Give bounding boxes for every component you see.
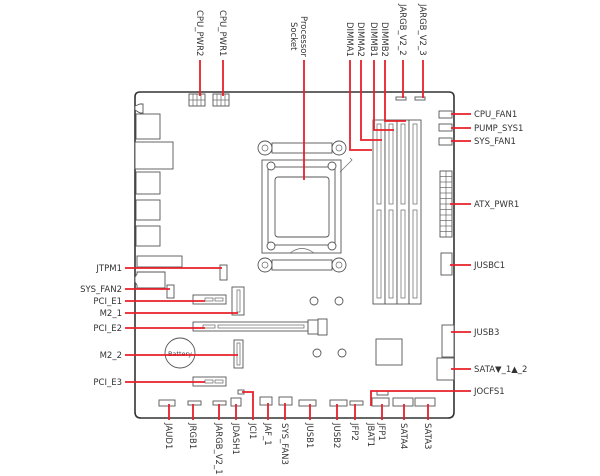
label-jargb-v2-1: JARGB_V2_1 [213, 422, 223, 475]
label-cpu-pwr1: CPU_PWR1 [217, 10, 227, 56]
label-dimma1: DIMMA1 [344, 22, 354, 57]
jusb2-header [329, 399, 348, 407]
label-processor-socket-line2: Socket [288, 22, 298, 51]
cpu-fan1-header [438, 110, 453, 119]
label-jbat1: JBAT1 [365, 422, 375, 447]
battery: Battery [164, 337, 196, 369]
dimm-slots [372, 119, 422, 305]
label-jusb3: JUSB3 [473, 328, 499, 338]
chipset [375, 338, 403, 366]
label-jargb-v2-3: JARGB_V2_3 [417, 3, 427, 56]
battery-label: Battery [168, 350, 192, 358]
label-sata4: SATA4 [398, 423, 408, 449]
jargb-v2-3-connector [414, 96, 426, 101]
label-m2-2: M2_2 [100, 351, 122, 361]
label-jfp2: JFP2 [349, 422, 359, 441]
label-jaud1: JAUD1 [163, 422, 173, 449]
jaud1-header [158, 399, 176, 407]
jfp2-header [349, 400, 364, 406]
leader-lines [125, 60, 471, 420]
label-pci-e1: PCI_E1 [93, 297, 122, 307]
rear-io-panel [134, 103, 183, 289]
label-sys-fan1: SYS_FAN1 [474, 137, 516, 147]
label-sys-fan3: SYS_FAN3 [279, 423, 289, 465]
mount-hole [312, 348, 322, 358]
label-jusbc1: JUSBC1 [473, 261, 505, 271]
jrgb1-header [187, 400, 202, 406]
atx-pwr1-connector [439, 170, 453, 238]
label-atx-pwr1: ATX_PWR1 [474, 200, 519, 210]
jfp1-header [371, 397, 390, 407]
jusb3-connector [441, 324, 455, 358]
label-jtpm1: JTPM1 [95, 264, 122, 274]
pump-sys1-header [438, 123, 453, 132]
label-cpu-fan1: CPU_FAN1 [474, 110, 517, 120]
label-jocfs1: JOCFS1 [473, 387, 505, 397]
jaf-1-header [259, 396, 273, 406]
jusb1-header [298, 399, 317, 407]
label-dimmb1: DIMMB1 [368, 22, 378, 57]
label-jdash1: JDASH1 [230, 422, 240, 455]
m2-1-slot [231, 286, 245, 316]
jargb-v2-2-connector [395, 96, 407, 101]
label-pump-sys1: PUMP_SYS1 [474, 124, 523, 134]
label-jargb-v2-2: JARGB_V2_2 [397, 3, 407, 56]
mount-hole [337, 348, 347, 358]
label-jusb2: JUSB2 [331, 422, 341, 448]
label-sata3: SATA3 [422, 423, 432, 449]
sys-fan2-header [166, 284, 175, 299]
sata3-connector [414, 397, 436, 407]
board-outline [134, 91, 455, 419]
label-jusb1: JUSB1 [304, 422, 314, 448]
sata4-connector [392, 397, 414, 407]
sys-fan1-header [438, 137, 453, 146]
jtpm1-header [219, 264, 228, 281]
m2-2-slot [233, 339, 244, 369]
cpu-pwr1-connector [212, 93, 230, 107]
label-pci-e3: PCI_E3 [93, 378, 122, 388]
mount-hole [334, 296, 344, 306]
label-sys-fan2: SYS_FAN2 [80, 285, 122, 295]
label-sata-1-2: SATA▼_1▲_2 [474, 365, 527, 375]
label-pci-e2: PCI_E2 [93, 324, 122, 334]
label-dimmb2: DIMMB2 [379, 22, 389, 57]
label-jaf-1: JAF_1 [262, 422, 272, 446]
mount-hole [309, 296, 319, 306]
pci-e1-slot [192, 294, 227, 305]
label-processor-socket-line1: Processor [298, 16, 308, 57]
pci-e2-slot [192, 318, 328, 336]
label-jci1: JCI1 [247, 422, 257, 439]
label-jfp1: JFP1 [376, 422, 386, 441]
cpu-pwr2-connector [188, 93, 206, 107]
processor-socket [257, 140, 353, 273]
label-cpu-pwr2: CPU_PWR2 [194, 10, 204, 56]
label-m2-1: M2_1 [100, 309, 122, 319]
jusbc1-connector [440, 252, 453, 276]
label-jrgb1: JRGB1 [187, 422, 197, 449]
label-dimma2: DIMMA2 [355, 22, 365, 57]
